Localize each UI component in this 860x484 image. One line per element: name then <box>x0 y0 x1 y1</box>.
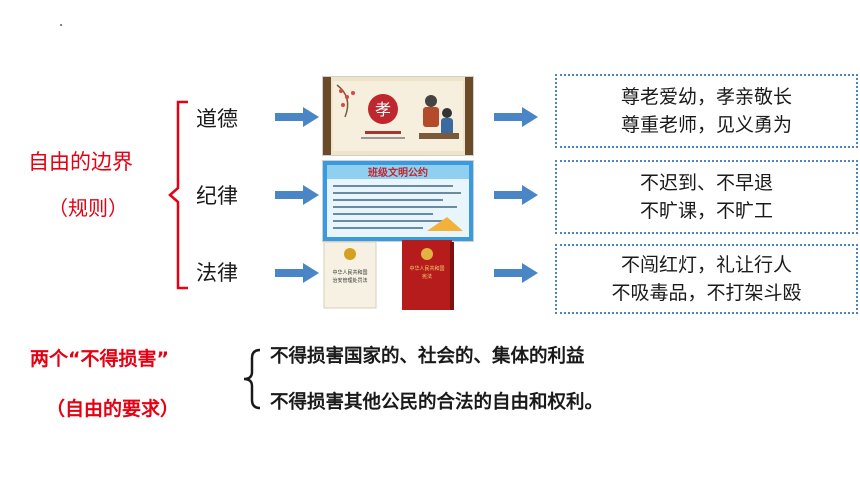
right-arrow-icon <box>275 107 319 127</box>
left-brace-icon <box>168 100 188 290</box>
boundary-title: 自由的边界 <box>28 150 133 174</box>
filial-piety-scroll-image: 孝 <box>322 76 474 156</box>
boundary-subtitle: （规则） <box>48 196 128 220</box>
right-arrow-icon <box>275 263 319 283</box>
svg-text:宪法: 宪法 <box>422 273 432 280</box>
morality-rules-box: 尊老爱幼，孝亲敬长 尊重老师，见义勇为 <box>555 74 858 148</box>
discipline-rule-line: 不旷课，不旷工 <box>639 200 773 222</box>
right-arrow-icon <box>494 263 538 283</box>
svg-text:治安管理处罚法: 治安管理处罚法 <box>332 277 367 284</box>
right-arrow-icon <box>275 185 319 205</box>
category-label-discipline: 纪律 <box>196 184 238 208</box>
morality-rule-line: 尊重老师，见义勇为 <box>620 114 792 136</box>
discipline-rule-line: 不迟到、不早退 <box>639 172 773 194</box>
book1-title: 中华人民共和国 <box>332 269 367 276</box>
board-title: 班级文明公约 <box>368 166 428 179</box>
morality-rule-line: 尊老爱幼，孝亲敬长 <box>620 86 792 108</box>
requirements-title: 两个“不得损害” <box>30 348 169 370</box>
left-brace-icon <box>243 348 261 410</box>
law-rule-line: 不闯红灯，礼让行人 <box>620 254 792 276</box>
class-convention-board-image: 班级文明公约 <box>322 160 474 242</box>
category-label-morality: 道德 <box>196 107 238 131</box>
right-arrow-icon <box>494 185 538 205</box>
book2-title: 中华人民共和国 <box>409 265 444 272</box>
requirements-subtitle: （自由的要求） <box>46 398 180 420</box>
requirement-item: 不得损害国家的、社会的、集体的利益 <box>270 346 585 367</box>
requirement-item: 不得损害其他公民的合法的自由和权利。 <box>270 392 604 413</box>
right-arrow-icon <box>494 107 538 127</box>
law-books-image: 中华人民共和国 治安管理处罚法 中华人民共和国 宪法 <box>322 240 472 310</box>
category-label-law: 法律 <box>196 261 238 285</box>
scroll-character: 孝 <box>375 100 391 119</box>
law-rules-box: 不闯红灯，礼让行人 不吸毒品，不打架斗殴 <box>555 244 858 314</box>
discipline-rules-box: 不迟到、不早退 不旷课，不旷工 <box>555 160 858 234</box>
law-rule-line: 不吸毒品，不打架斗殴 <box>611 282 802 304</box>
decor-dot <box>60 24 62 26</box>
